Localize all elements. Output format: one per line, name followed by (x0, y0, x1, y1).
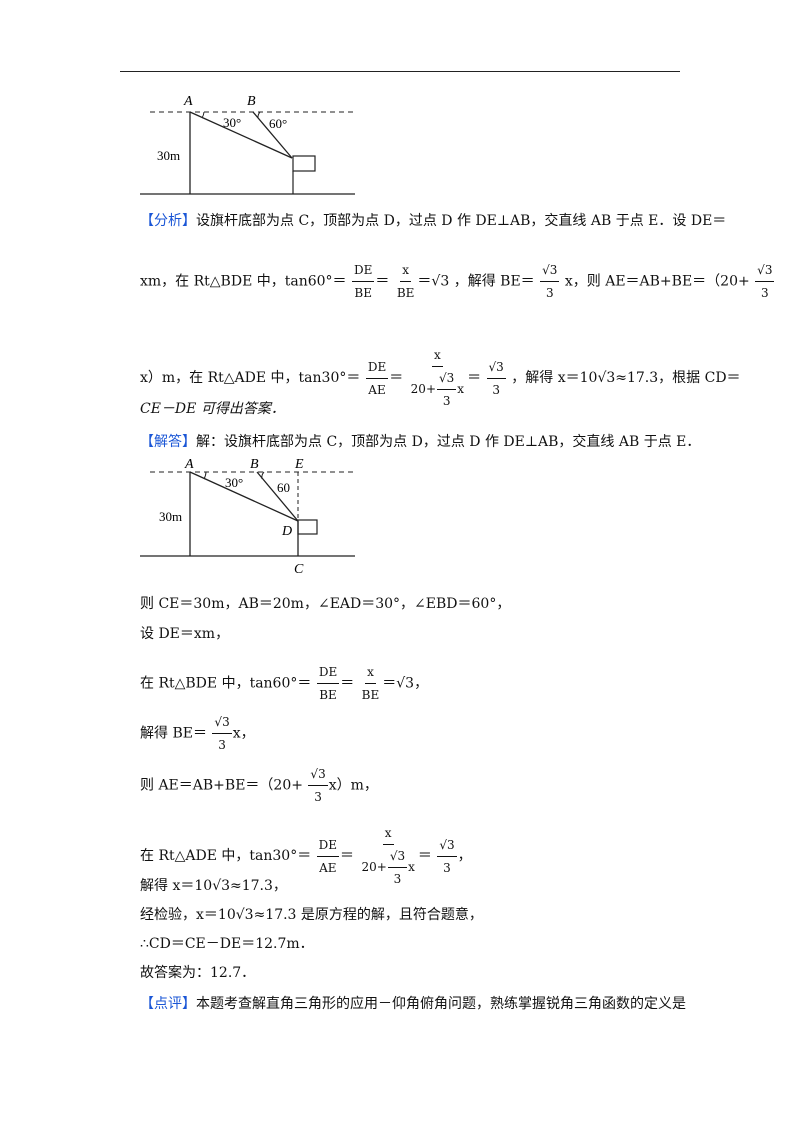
fig2-label-e: E (294, 457, 304, 472)
fig1-label-a: A (183, 94, 193, 109)
fig2-label-a: A (184, 457, 194, 472)
step-7: 解得 x＝10√3≈17.3， (140, 878, 287, 894)
analysis-line-1: 【分析】设旗杆底部为点 C，顶部为点 D，过点 D 作 DE⊥AB，交直线 AB… (140, 213, 727, 229)
header-rule (120, 71, 680, 72)
step-8: 经检验，x＝10√3≈17.3 是原方程的解，且符合题意， (140, 907, 483, 923)
fig2-label-b: B (250, 457, 259, 472)
analysis-line-4: CE－DE 可得出答案． (140, 401, 285, 417)
fig1-height-label: 30m (157, 148, 180, 163)
analysis-label: 【分析】 (140, 213, 196, 229)
step-1: 则 CE＝30m，AB＝20m，∠EAD＝30°，∠EBD＝60°， (140, 596, 511, 612)
fig1-angle-60: 60° (269, 116, 287, 131)
figure-2: A B E D C 30° 60 30m (140, 457, 355, 577)
fig2-height-label: 30m (159, 509, 182, 524)
fig2-label-d: D (281, 524, 292, 539)
comment-label: 【点评】 (140, 996, 196, 1012)
comment-line: 【点评】本题考查解直角三角形的应用－仰角俯角问题，熟练掌握锐角三角函数的定义是 (140, 996, 686, 1012)
answer-label: 【解答】 (140, 434, 196, 450)
step-9: ∴CD＝CE－DE＝12.7m． (140, 936, 314, 952)
fig2-angle-60: 60 (277, 480, 290, 495)
fig2-label-c: C (294, 562, 304, 577)
step-10: 故答案为：12.7． (140, 965, 256, 981)
fig1-label-b: B (247, 94, 256, 109)
figure-1: A B 30° 60° 30m (140, 94, 355, 195)
fig1-angle-30: 30° (223, 115, 241, 130)
fig2-angle-30: 30° (225, 475, 243, 490)
step-2: 设 DE＝xm， (140, 626, 230, 642)
answer-line-1: 【解答】解：设旗杆底部为点 C，顶部为点 D，过点 D 作 DE⊥AB，交直线 … (140, 434, 701, 450)
